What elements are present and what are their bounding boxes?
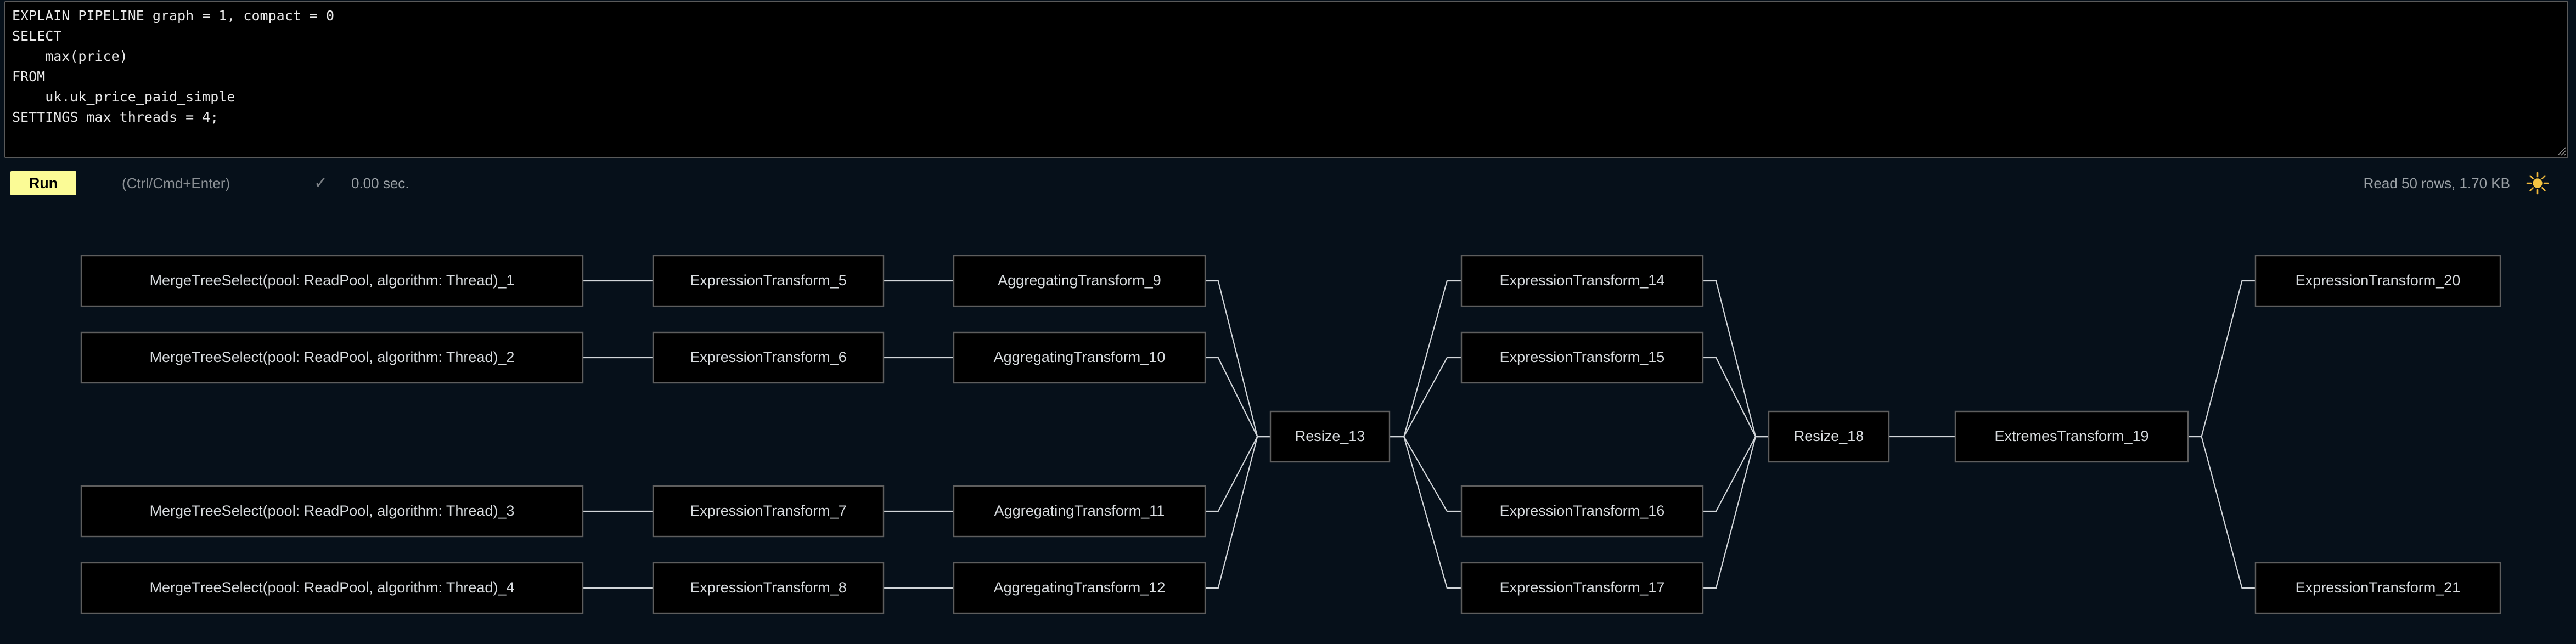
graph-node-box[interactable]: [953, 562, 1206, 614]
graph-node-box[interactable]: [953, 485, 1206, 538]
graph-node[interactable]: Resize_18: [1768, 410, 1890, 463]
graph-node-label: ExpressionTransform_15: [1500, 349, 1665, 365]
graph-node-label: Resize_13: [1295, 428, 1365, 444]
read-stats: Read 50 rows, 1.70 KB: [2363, 175, 2510, 191]
graph-node[interactable]: ExpressionTransform_8: [652, 562, 885, 614]
graph-node-label: ExpressionTransform_17: [1500, 579, 1665, 596]
graph-node-box[interactable]: [80, 255, 584, 307]
graph-node-box[interactable]: [1460, 331, 1704, 384]
graph-node[interactable]: AggregatingTransform_9: [953, 255, 1206, 307]
graph-node-box[interactable]: [1460, 485, 1704, 538]
graph-node[interactable]: ExtremesTransform_19: [1954, 410, 2189, 463]
graph-node-box[interactable]: [80, 562, 584, 614]
graph-node[interactable]: ExpressionTransform_20: [2254, 255, 2501, 307]
graph-node[interactable]: ExpressionTransform_14: [1460, 255, 1704, 307]
query-toolbar: Run (Ctrl/Cmd+Enter) ✓ 0.00 sec. Read 50…: [0, 163, 2576, 195]
graph-node-label: ExpressionTransform_5: [690, 272, 847, 289]
graph-node-label: MergeTreeSelect(pool: ReadPool, algorith…: [150, 579, 515, 596]
graph-node-box[interactable]: [2254, 255, 2501, 307]
graph-edge-layer: [583, 280, 2256, 589]
graph-node-box[interactable]: [652, 331, 885, 384]
graph-edge: [2188, 280, 2256, 438]
graph-node[interactable]: AggregatingTransform_12: [953, 562, 1206, 614]
graph-node-box[interactable]: [1460, 562, 1704, 614]
graph-node-label: ExpressionTransform_20: [2296, 272, 2461, 289]
graph-edge: [1205, 436, 1270, 589]
graph-node[interactable]: MergeTreeSelect(pool: ReadPool, algorith…: [80, 485, 584, 538]
graph-node-label: AggregatingTransform_9: [998, 272, 1161, 289]
graph-node[interactable]: AggregatingTransform_10: [953, 331, 1206, 384]
graph-edge: [1390, 280, 1461, 438]
graph-node-label: AggregatingTransform_10: [994, 349, 1166, 365]
graph-edge: [1390, 357, 1461, 438]
graph-node-box[interactable]: [1954, 410, 2189, 463]
pipeline-graph[interactable]: MergeTreeSelect(pool: ReadPool, algorith…: [0, 197, 2576, 644]
graph-node[interactable]: ExpressionTransform_5: [652, 255, 885, 307]
graph-edge: [2188, 436, 2256, 589]
query-editor-container: [4, 1, 2568, 158]
elapsed-time: 0.00 sec.: [351, 175, 409, 191]
graph-edge: [1703, 436, 1769, 512]
graph-node-label: ExtremesTransform_19: [1994, 428, 2148, 444]
graph-node-label: ExpressionTransform_7: [690, 502, 847, 519]
graph-node-box[interactable]: [652, 255, 885, 307]
pipeline-graph-svg: MergeTreeSelect(pool: ReadPool, algorith…: [80, 255, 2501, 614]
graph-node-box[interactable]: [652, 485, 885, 538]
graph-node-box[interactable]: [1460, 255, 1704, 307]
graph-edge: [1703, 280, 1769, 438]
graph-node[interactable]: ExpressionTransform_16: [1460, 485, 1704, 538]
graph-node-label: AggregatingTransform_11: [994, 502, 1165, 519]
graph-node-label: AggregatingTransform_12: [994, 579, 1166, 596]
graph-node-box[interactable]: [953, 255, 1206, 307]
graph-node-box[interactable]: [80, 485, 584, 538]
graph-node[interactable]: Resize_13: [1269, 410, 1391, 463]
graph-node-label: ExpressionTransform_21: [2296, 579, 2461, 596]
graph-node-box[interactable]: [2254, 562, 2501, 614]
graph-node[interactable]: AggregatingTransform_11: [953, 485, 1206, 538]
graph-node[interactable]: ExpressionTransform_6: [652, 331, 885, 384]
graph-edge: [1390, 436, 1461, 589]
graph-node[interactable]: MergeTreeSelect(pool: ReadPool, algorith…: [80, 255, 584, 307]
graph-node-box[interactable]: [1768, 410, 1890, 463]
graph-node-layer: MergeTreeSelect(pool: ReadPool, algorith…: [80, 255, 2501, 614]
graph-node[interactable]: MergeTreeSelect(pool: ReadPool, algorith…: [80, 562, 584, 614]
graph-node[interactable]: ExpressionTransform_21: [2254, 562, 2501, 614]
graph-node-box[interactable]: [953, 331, 1206, 384]
graph-node-box[interactable]: [652, 562, 885, 614]
sun-icon[interactable]: [2526, 171, 2550, 195]
graph-edge: [1390, 436, 1461, 512]
graph-node-label: Resize_18: [1794, 428, 1864, 444]
graph-node-label: ExpressionTransform_14: [1500, 272, 1665, 289]
query-input[interactable]: [4, 1, 2568, 158]
graph-node-label: MergeTreeSelect(pool: ReadPool, algorith…: [150, 272, 515, 289]
graph-node[interactable]: MergeTreeSelect(pool: ReadPool, algorith…: [80, 331, 584, 384]
graph-edge: [1205, 436, 1270, 512]
graph-edge: [1703, 357, 1769, 438]
check-mark-icon: ✓: [314, 174, 328, 192]
graph-edge: [1703, 436, 1769, 589]
run-shortcut-hint: (Ctrl/Cmd+Enter): [122, 175, 230, 191]
graph-node-label: ExpressionTransform_8: [690, 579, 847, 596]
graph-edge: [1205, 357, 1270, 438]
graph-node[interactable]: ExpressionTransform_7: [652, 485, 885, 538]
graph-node[interactable]: ExpressionTransform_15: [1460, 331, 1704, 384]
graph-node-box[interactable]: [1269, 410, 1391, 463]
graph-edge: [1205, 280, 1270, 438]
graph-node-box[interactable]: [80, 331, 584, 384]
graph-node[interactable]: ExpressionTransform_17: [1460, 562, 1704, 614]
graph-node-label: ExpressionTransform_16: [1500, 502, 1665, 519]
graph-node-label: MergeTreeSelect(pool: ReadPool, algorith…: [150, 502, 515, 519]
run-button[interactable]: Run: [10, 171, 76, 195]
graph-node-label: ExpressionTransform_6: [690, 349, 847, 365]
graph-node-label: MergeTreeSelect(pool: ReadPool, algorith…: [150, 349, 515, 365]
